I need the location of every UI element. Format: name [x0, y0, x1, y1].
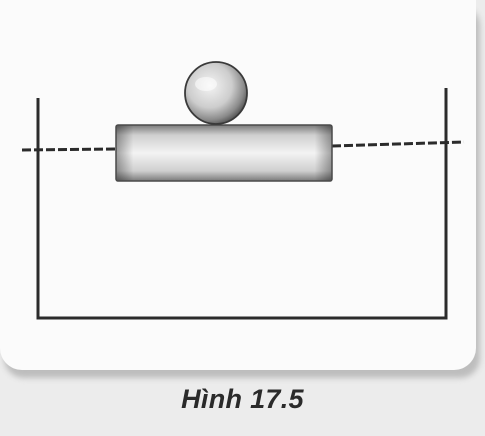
water-surface-right [331, 140, 465, 148]
ball [184, 61, 248, 125]
figure-caption: Hình 17.5 [181, 384, 304, 414]
container-outline [36, 88, 448, 320]
water-surface-left [21, 147, 117, 152]
container-diagram [21, 61, 465, 320]
floating-block [115, 124, 333, 182]
figure-card [0, 0, 476, 370]
